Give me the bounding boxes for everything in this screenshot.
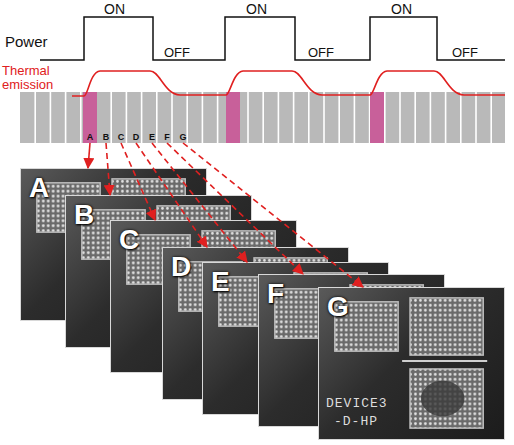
exposure-frame [83, 92, 97, 143]
power-waveform [40, 17, 505, 60]
frame-arrow [106, 143, 110, 195]
thermal-curve [72, 71, 505, 96]
device-marking: -D-HP [334, 414, 378, 429]
frame-letter: A [83, 133, 97, 142]
frame-letter: C [114, 133, 128, 142]
device-marking: DEVICE3 [326, 396, 388, 411]
signal-name: Power [5, 33, 48, 50]
trace-line [402, 360, 487, 362]
frame-letter: D [129, 133, 143, 142]
frame-separator [50, 92, 52, 143]
video-frame: A [83, 92, 97, 143]
frame-separator [399, 92, 401, 143]
frame-separator [460, 92, 462, 143]
image-letter: B [74, 200, 94, 231]
image-letter: G [327, 292, 349, 323]
state-label: ON [246, 1, 267, 17]
timing-waveforms [0, 0, 514, 160]
frame-separator [278, 92, 280, 143]
hot-spot [421, 381, 465, 417]
frame-separator [80, 92, 82, 143]
exposure-frame [370, 92, 384, 143]
state-label: OFF [164, 45, 190, 60]
image-letter: D [171, 252, 191, 283]
frame-separator [430, 92, 432, 143]
frame-arrow [121, 143, 155, 220]
frame-separator [293, 92, 295, 143]
frame-arrow [88, 143, 90, 168]
frame-separator [247, 92, 249, 143]
frame-separator [490, 92, 492, 143]
frame-arrow [136, 143, 207, 247]
test-pad [410, 369, 483, 428]
image-letter: A [29, 173, 49, 204]
frame-strip [20, 92, 505, 143]
signal-name: Thermal emission [2, 64, 64, 93]
frame-separator [445, 92, 447, 143]
frame-separator [338, 92, 340, 143]
frame-arrow [167, 143, 303, 274]
exposure-frame [226, 92, 240, 143]
state-label: OFF [452, 45, 478, 60]
frame-separator [308, 92, 310, 143]
video-frame: D [129, 92, 143, 143]
frame-separator [156, 92, 158, 143]
state-label: ON [391, 1, 412, 17]
video-frame: E [145, 92, 159, 143]
image-letter: C [119, 225, 139, 256]
frame-separator [323, 92, 325, 143]
frame-letter: E [145, 133, 159, 142]
video-frame: B [99, 92, 113, 143]
frame-separators [35, 92, 491, 143]
image-letter: F [267, 279, 284, 310]
frame-separator [171, 92, 173, 143]
frame-arrow [152, 143, 247, 262]
frame-separator [475, 92, 477, 143]
frame-separator [414, 92, 416, 143]
video-frame: C [114, 92, 128, 143]
frame-letter: F [160, 133, 174, 142]
frame-separator [126, 92, 128, 143]
frame-letter: G [176, 133, 190, 142]
frame-arrow [183, 143, 363, 287]
video-frame: G [176, 92, 190, 143]
frame-separator [262, 92, 264, 143]
frame-separator [202, 92, 204, 143]
frame-separator [217, 92, 219, 143]
video-frame: F [160, 92, 174, 143]
frame-separator [110, 92, 112, 143]
frame-separator [384, 92, 386, 143]
frame-separator [141, 92, 143, 143]
frame-separator [34, 92, 36, 143]
frame-separator [354, 92, 356, 143]
frame-separator [186, 92, 188, 143]
state-label: ON [104, 1, 125, 17]
image-letter: E [211, 267, 230, 298]
test-pad [410, 298, 483, 355]
state-label: OFF [308, 45, 334, 60]
frame-letter: B [99, 133, 113, 142]
frame-separator [65, 92, 67, 143]
